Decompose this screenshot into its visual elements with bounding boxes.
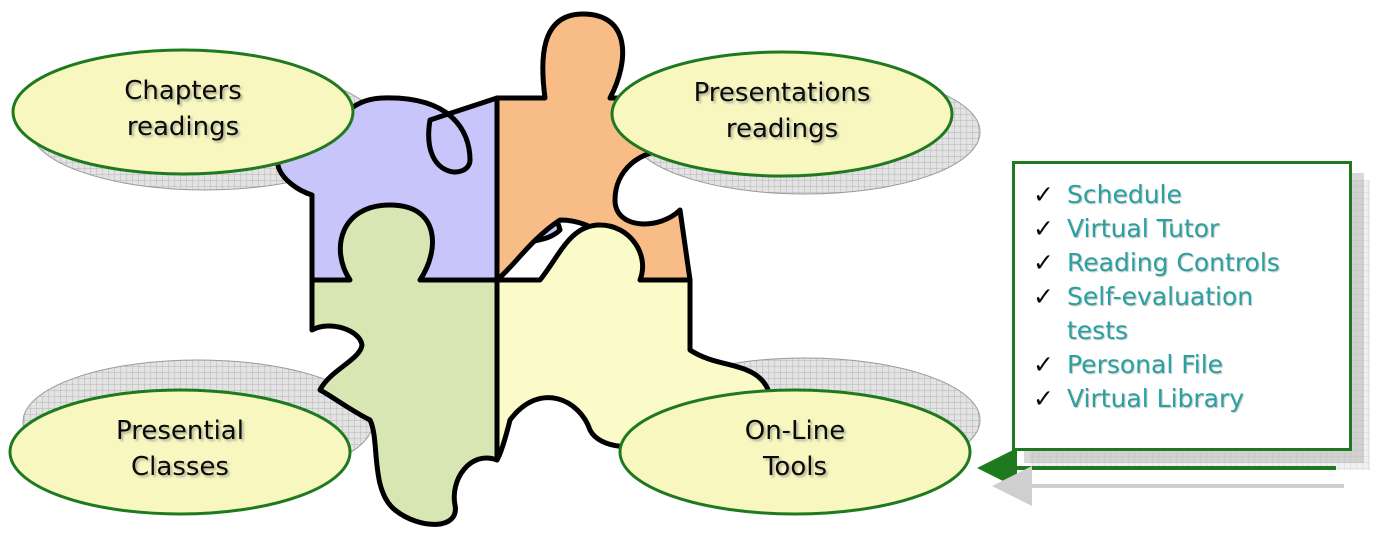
oval-online xyxy=(618,388,972,516)
puzzle-piece-green xyxy=(309,202,500,527)
tools-list-item: ✓Self-evaluation tests xyxy=(1033,282,1254,345)
tools-list-item: ✓Virtual Tutor xyxy=(1033,212,1349,246)
puzzle-piece-orange xyxy=(494,11,703,283)
check-icon: ✓ xyxy=(1033,384,1054,413)
check-icon: ✓ xyxy=(1033,180,1054,209)
oval-presential xyxy=(8,388,352,516)
oval-label-presentations: Presentations readings xyxy=(693,78,871,144)
tools-box: ✓Schedule ✓Virtual Tutor ✓Reading Contro… xyxy=(1012,161,1352,451)
tools-list-item: ✓Reading Controls xyxy=(1033,246,1349,280)
tools-list-item: ✓Personal File xyxy=(1033,348,1349,382)
oval-label-chapters: Chapters readings xyxy=(124,76,242,142)
tools-list-item: ✓Schedule xyxy=(1033,178,1349,212)
check-icon: ✓ xyxy=(1033,282,1054,311)
check-icon: ✓ xyxy=(1033,350,1054,379)
tools-list: ✓Schedule ✓Virtual Tutor ✓Reading Contro… xyxy=(1015,164,1349,416)
oval-label-online: On-Line Tools xyxy=(744,416,846,482)
oval-label-presential: Presential Classes xyxy=(116,416,244,482)
check-icon: ✓ xyxy=(1033,248,1054,277)
oval-presentations xyxy=(610,50,954,178)
check-icon: ✓ xyxy=(1033,214,1054,243)
oval-chapters xyxy=(11,48,355,176)
tools-list-item: ✓Virtual Library xyxy=(1033,382,1349,416)
